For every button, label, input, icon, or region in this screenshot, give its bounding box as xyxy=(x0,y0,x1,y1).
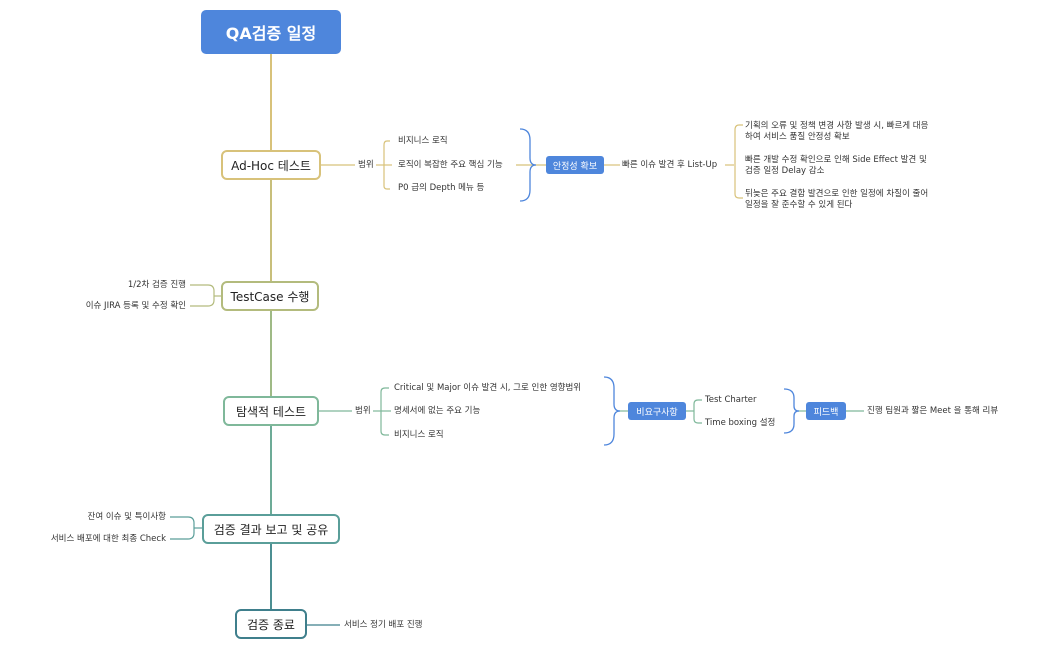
explore-feedback-text[interactable]: 진행 팀원과 짧은 Meet 을 통해 리뷰 xyxy=(867,406,999,416)
adhoc-followup-text[interactable]: 빠른 이슈 발견 후 List-Up xyxy=(622,160,718,170)
end-item[interactable]: 서비스 정기 배포 진행 xyxy=(344,620,423,630)
node-exploratory-test[interactable]: 탐색적 테스트 xyxy=(223,396,319,426)
adhoc-note[interactable]: 빠른 개발 수정 확인으로 인해 Side Effect 발견 및 검증 일정 … xyxy=(745,155,927,176)
root-node-title[interactable]: QA검증 일정 xyxy=(201,10,341,54)
adhoc-scope-item[interactable]: 로직이 복잡한 주요 핵심 기능 xyxy=(398,160,503,170)
adhoc-brace-1 xyxy=(519,128,537,202)
report-branch xyxy=(170,516,202,540)
explore-sub-item[interactable]: Test Charter xyxy=(705,395,757,405)
report-item[interactable]: 잔여 이슈 및 특이사항 xyxy=(87,512,167,522)
node-testcase[interactable]: TestCase 수행 xyxy=(221,281,319,311)
explore-scope-item[interactable]: Critical 및 Major 이슈 발견 시, 그로 인한 영향범위 xyxy=(394,383,582,393)
adhoc-scope-label[interactable]: 범위 xyxy=(358,160,374,170)
adhoc-brace-2 xyxy=(734,124,743,199)
explore-sub-item[interactable]: Time boxing 설정 xyxy=(705,418,776,428)
explore-brace-2 xyxy=(783,388,800,434)
node-report-share[interactable]: 검증 결과 보고 및 공유 xyxy=(202,514,340,544)
testcase-item[interactable]: 이슈 JIRA 등록 및 수정 확인 xyxy=(85,301,186,311)
adhoc-scope-item[interactable]: 비지니스 로직 xyxy=(398,136,448,146)
explore-feedback-badge[interactable]: 피드백 xyxy=(806,402,846,420)
explore-scope-item[interactable]: 명세서에 없는 주요 기능 xyxy=(394,406,481,416)
adhoc-note[interactable]: 뒤늦은 주요 결함 발견으로 인한 일정에 차질이 줄어 일정을 잘 준수할 수… xyxy=(745,189,929,210)
adhoc-scope-item[interactable]: P0 급의 Depth 메뉴 등 xyxy=(398,183,485,193)
explore-scope-item[interactable]: 비지니스 로직 xyxy=(394,430,444,440)
testcase-branch xyxy=(190,284,221,307)
adhoc-note[interactable]: 기획의 오류 및 정책 변경 사항 발생 시, 빠르게 대응 하여 서비스 품질… xyxy=(745,121,929,142)
explore-scope-label[interactable]: 범위 xyxy=(355,406,371,416)
explore-brace-1 xyxy=(603,376,621,446)
adhoc-branch xyxy=(321,140,734,190)
testcase-item[interactable]: 1/2차 검증 진행 xyxy=(127,280,186,290)
report-item[interactable]: 서비스 배포에 대한 최종 Check xyxy=(50,534,166,544)
node-qa-end[interactable]: 검증 종료 xyxy=(235,609,307,639)
explore-nonrequirement-badge[interactable]: 비요구사항 xyxy=(628,402,686,420)
node-adhoc-test[interactable]: Ad-Hoc 테스트 xyxy=(221,150,321,180)
adhoc-stability-badge[interactable]: 안정성 확보 xyxy=(546,156,604,174)
